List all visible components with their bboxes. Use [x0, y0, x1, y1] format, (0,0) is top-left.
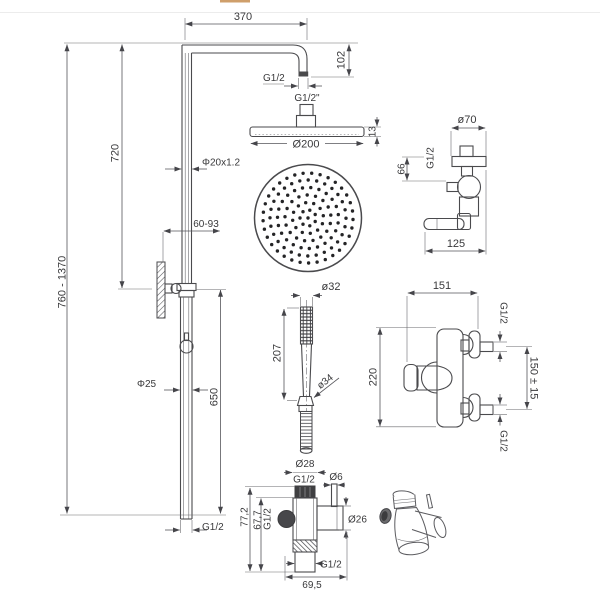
diverter-bottom-stub: [294, 551, 316, 573]
dim-bracket-range: 60-93: [193, 219, 219, 230]
dim-bottom-thread: G1/2: [202, 522, 224, 533]
dim-arm-thread: G1/2: [263, 73, 285, 84]
stop-valve-view: ø70 G1/2 66 125: [397, 114, 487, 255]
dim-valve-depth: 125: [447, 238, 465, 250]
dim-mixer-thread-bottom: G1/2: [498, 430, 509, 452]
dim-valve-offset: 66: [397, 163, 408, 175]
holder-pin: [183, 332, 190, 342]
dim-lower-length: 650: [209, 388, 221, 406]
diverter-inlet-port: [277, 510, 296, 528]
dim-diverter-top-thread: G1/2: [293, 475, 315, 486]
mixer-handle-boss: [421, 361, 438, 394]
dim-diverter-outlet-diameter: Ø26: [348, 515, 367, 526]
dim-mixer-width: 151: [433, 280, 451, 292]
bracket-knob: [170, 282, 182, 295]
dim-arm-drop: 102: [336, 51, 348, 69]
diverter-outlet: [316, 505, 344, 531]
shower-column-view: [64, 42, 358, 520]
hand-shower-spray-head: [299, 306, 314, 345]
hand-shower-view: ø32 207 ø34: [272, 281, 341, 454]
dim-hand-shower-cone: ø34: [315, 372, 336, 392]
dim-head-connector-thread: G1/2": [294, 93, 320, 104]
dim-mixer-height: 220: [368, 368, 380, 386]
hose-nut: [298, 404, 313, 413]
shower-head-face-view: [253, 163, 363, 273]
dim-upper-length: 720: [110, 144, 122, 162]
dim-lower-pipe: Φ25: [137, 379, 157, 390]
spray-nozzle-dots: [261, 171, 355, 265]
dim-diverter-inlet-thread: G1/2: [263, 508, 274, 530]
page-top-accent-sliver: [220, 0, 250, 3]
dim-head-diameter: Ø200: [293, 139, 320, 151]
dim-diverter-height1: 77,2: [240, 507, 251, 527]
dim-valve-top-diameter: ø70: [458, 114, 477, 126]
dim-diverter-width: 69,5: [302, 580, 322, 591]
holder-ball: [179, 339, 194, 354]
hose-cone: [296, 395, 315, 407]
dim-arm-width: 370: [234, 11, 252, 23]
dim-diverter-top-diameter: Ø28: [296, 459, 315, 470]
dim-total-height: 760 - 1370: [57, 256, 69, 309]
dim-hand-shower-diameter: ø32: [322, 281, 341, 293]
mixer-view: 151 220 G1/2 150 ± 15 G1/2: [368, 280, 540, 452]
diverter-3d-outlet-face: [433, 516, 447, 539]
dim-upper-pipe: Φ20x1.2: [202, 158, 240, 169]
diverter-pin: [330, 483, 338, 508]
dim-diverter-pin: Ø6: [329, 472, 343, 483]
mixer-handle-lever: [416, 365, 453, 391]
arm-end-fitting: [298, 71, 309, 77]
dim-diverter-height2: 67,7: [253, 510, 264, 530]
dim-hand-shower-length: 207: [272, 344, 284, 362]
dim-mixer-thread-top: G1/2: [498, 302, 509, 324]
dim-diverter-bottom-thread: G1/2: [320, 560, 342, 571]
dim-valve-thread: G1/2: [426, 147, 437, 169]
diverter-view: Ø28 G1/2 G1/2 Ø6 Ø26 77,2 67,7: [240, 459, 368, 591]
wall-bracket-plate: [156, 261, 166, 319]
dim-head-thickness: 13: [367, 126, 378, 138]
diverter-lower-thread: [292, 539, 318, 553]
valve-handle-lever: [423, 217, 465, 231]
diverter-3d-pin: [425, 493, 434, 509]
dim-mixer-port-spacing: 150 ± 15: [528, 357, 540, 400]
diverter-3d-view: [379, 490, 447, 556]
shower-column-dimensions: 370 760 - 1370 720 102 G1/2 Φ20x1.2 60-9…: [57, 11, 354, 533]
shower-head-side-view: G1/2" Ø200 13: [249, 93, 381, 151]
shower-hose: [300, 411, 313, 450]
